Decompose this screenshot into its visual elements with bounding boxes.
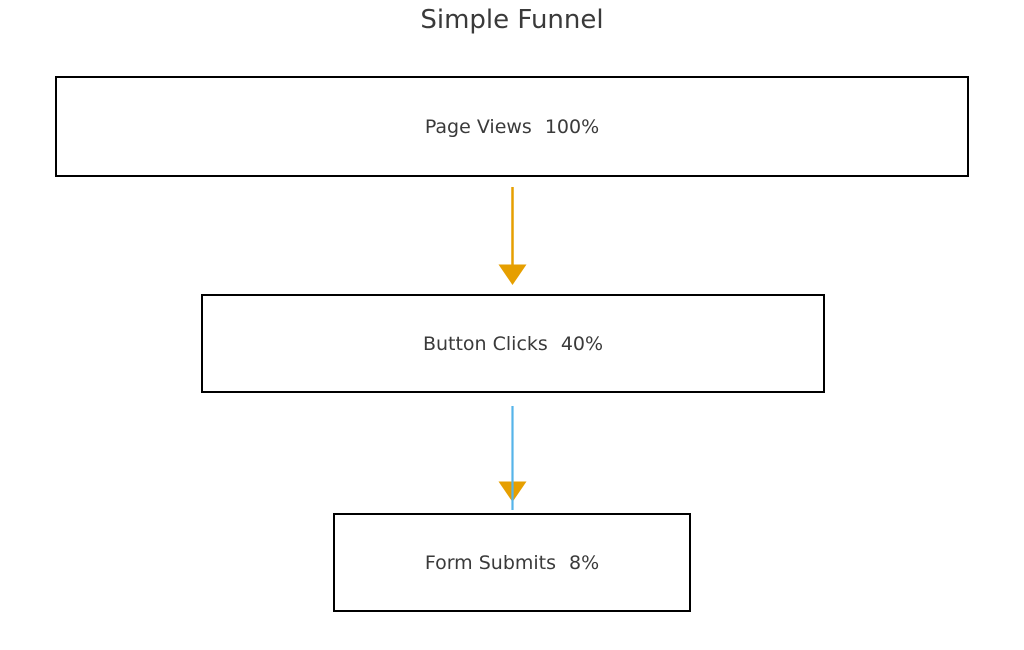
- stage-label: Button Clicks: [422, 332, 548, 355]
- stage-label: Page Views: [424, 115, 532, 138]
- stage-percent: 8%: [569, 551, 600, 574]
- stage-percent: 100%: [544, 115, 600, 138]
- funnel-stage-form-submits: Form Submits 8%: [333, 513, 691, 612]
- down-arrow-2-head-icon: [498, 481, 527, 502]
- funnel-stage-button-clicks: Button Clicks 40%: [201, 294, 825, 393]
- down-arrow-1-head-icon: [498, 264, 527, 285]
- chart-title: Simple Funnel: [420, 5, 604, 35]
- down-arrow-connector-1: [498, 187, 527, 285]
- stage-label: Form Submits: [424, 551, 557, 574]
- funnel-stage-page-views: Page Views 100%: [55, 76, 969, 177]
- down-arrow-connector-2: [498, 406, 527, 510]
- stage-percent: 40%: [560, 332, 604, 355]
